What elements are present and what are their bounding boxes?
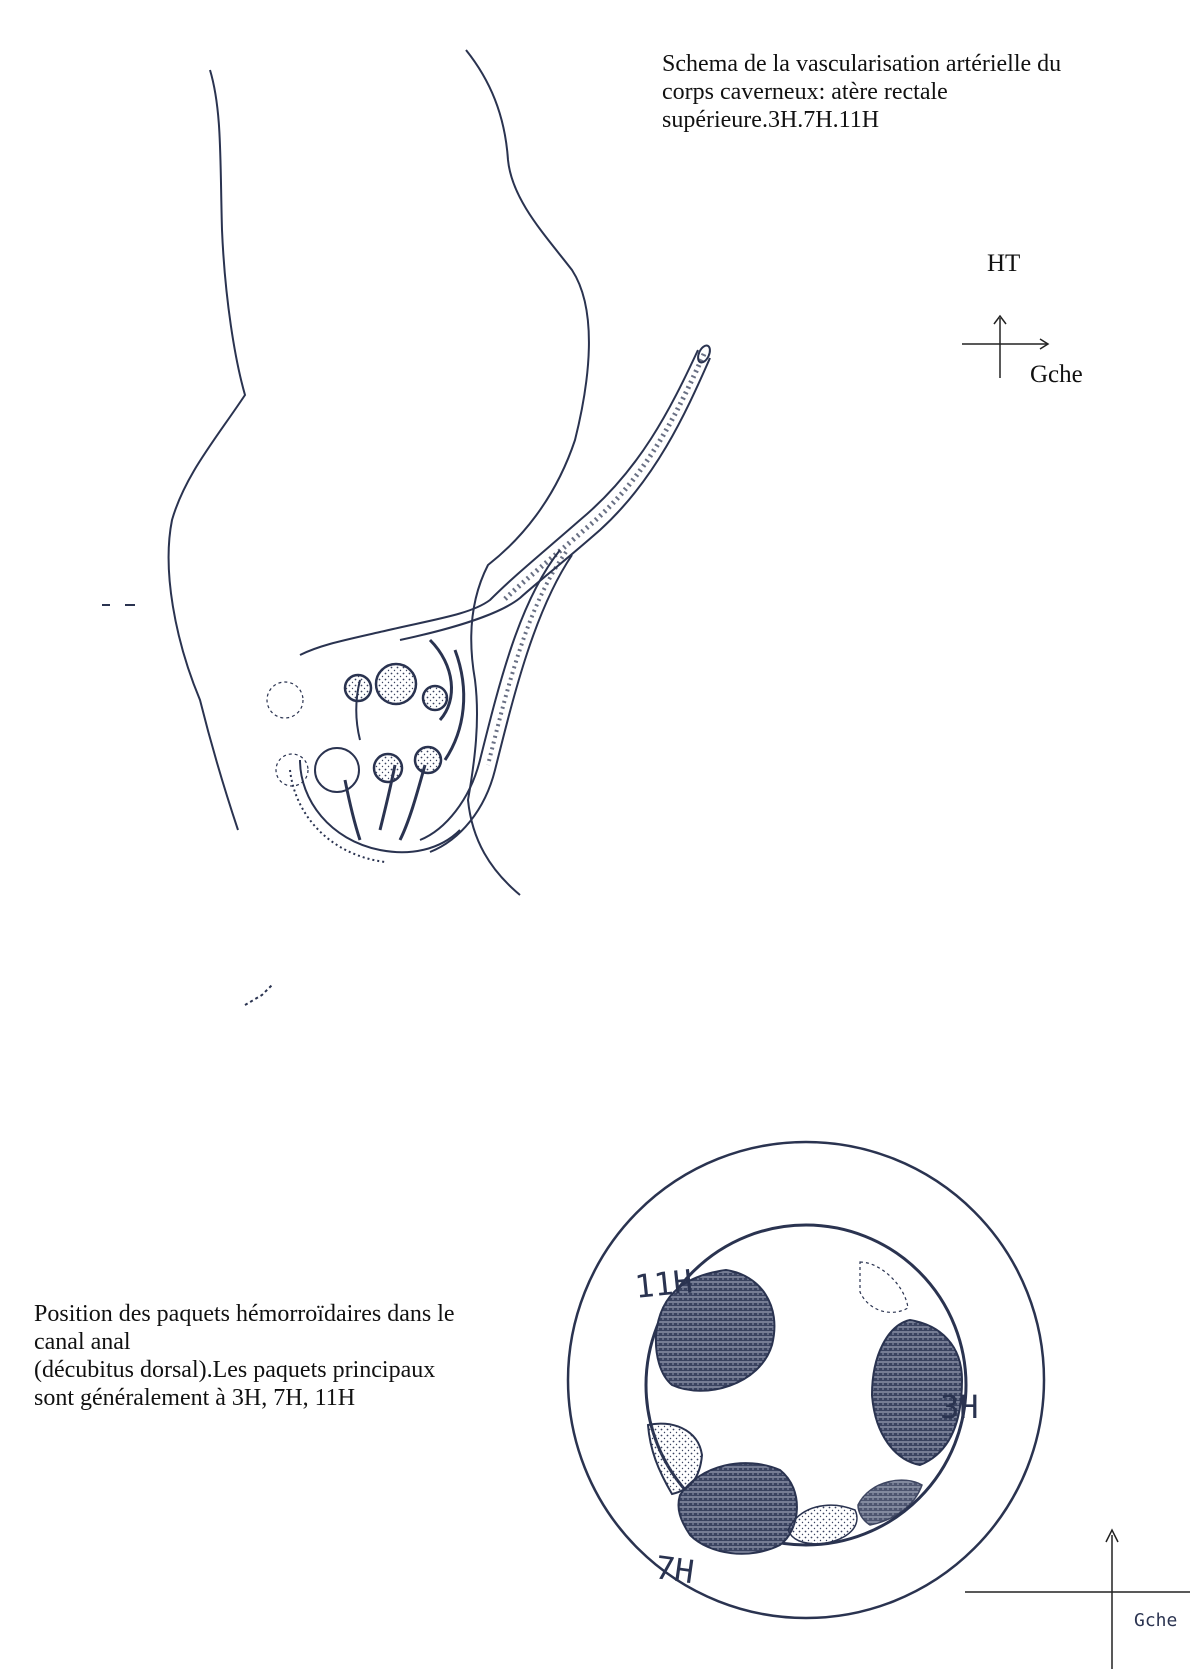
packet-secondary-top: [860, 1262, 908, 1312]
orientation-right-label: Gche: [1030, 361, 1083, 389]
bottom-caption-line: sont généralement à 3H, 7H, 11H: [34, 1384, 455, 1412]
bottom-caption-line: canal anal: [34, 1328, 455, 1356]
bottom-caption-line: Position des paquets hémorroïdaires dans…: [34, 1300, 455, 1328]
bottom-caption: Position des paquets hémorroïdaires dans…: [34, 1300, 455, 1412]
top-caption: Schema de la vascularisation artérielle …: [662, 50, 1061, 134]
label-7h: 7H: [653, 1548, 696, 1591]
packet-secondary-right: [858, 1480, 922, 1525]
orientation-cross-bottom: [965, 1530, 1190, 1669]
rectum-outline: [102, 50, 589, 1005]
packet-secondary-bottom: [788, 1505, 857, 1544]
top-caption-line: supérieure.3H.7H.11H: [662, 106, 1061, 134]
bottom-caption-line: (décubitus dorsal).Les paquets principau…: [34, 1356, 455, 1384]
label-3h: 3H: [940, 1388, 979, 1426]
label-11h: 11H: [633, 1262, 694, 1306]
top-caption-line: Schema de la vascularisation artérielle …: [662, 50, 1061, 78]
anal-canal-section: [568, 1142, 1044, 1618]
top-caption-line: corps caverneux: atère rectale: [662, 78, 1061, 106]
label-gche-bottom: Gche: [1134, 1610, 1177, 1631]
orientation-up-label: HT: [987, 250, 1020, 278]
